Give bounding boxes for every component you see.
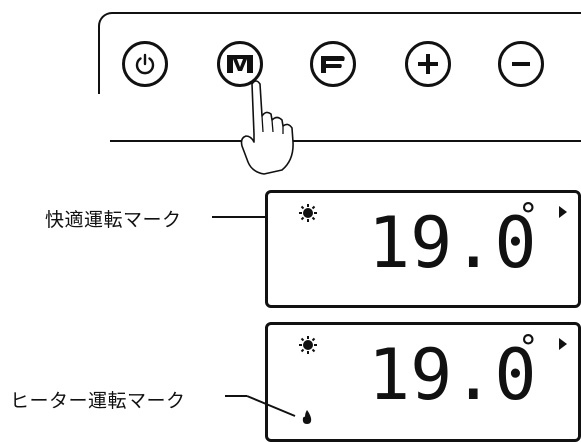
heater-mode-leader-line: [225, 395, 296, 417]
m-icon: [227, 55, 253, 73]
fan-icon: [321, 56, 345, 73]
comfort-mode-icon: [299, 336, 317, 354]
plus-icon: [418, 54, 438, 74]
lcd-display-1: 19.0 °: [265, 190, 581, 308]
hand-pointer-icon: [240, 80, 294, 175]
control-panel: [98, 12, 581, 142]
degree-symbol: °: [518, 328, 539, 368]
minus-icon: [512, 62, 530, 66]
power-button[interactable]: [122, 41, 168, 87]
lcd-display-2: 19.0 °: [265, 322, 581, 442]
heater-flame-icon: [302, 410, 312, 424]
minus-button[interactable]: [498, 41, 544, 87]
arrow-right-icon: [559, 338, 567, 350]
degree-symbol: °: [518, 196, 539, 236]
fan-button[interactable]: [310, 41, 356, 87]
arrow-right-icon: [559, 206, 567, 218]
comfort-mode-callout-label: 快適運転マーク: [45, 209, 182, 231]
mode-button[interactable]: [217, 41, 263, 87]
plus-button[interactable]: [405, 41, 451, 87]
panel-edge-gap: [90, 94, 110, 154]
temperature-value: 19.0: [368, 334, 537, 416]
comfort-mode-leader-line: [212, 216, 268, 218]
power-icon: [135, 53, 155, 75]
temperature-value: 19.0: [368, 202, 537, 284]
comfort-mode-icon: [299, 204, 317, 222]
heater-mode-callout-label: ヒーター運転マーク: [10, 390, 186, 412]
